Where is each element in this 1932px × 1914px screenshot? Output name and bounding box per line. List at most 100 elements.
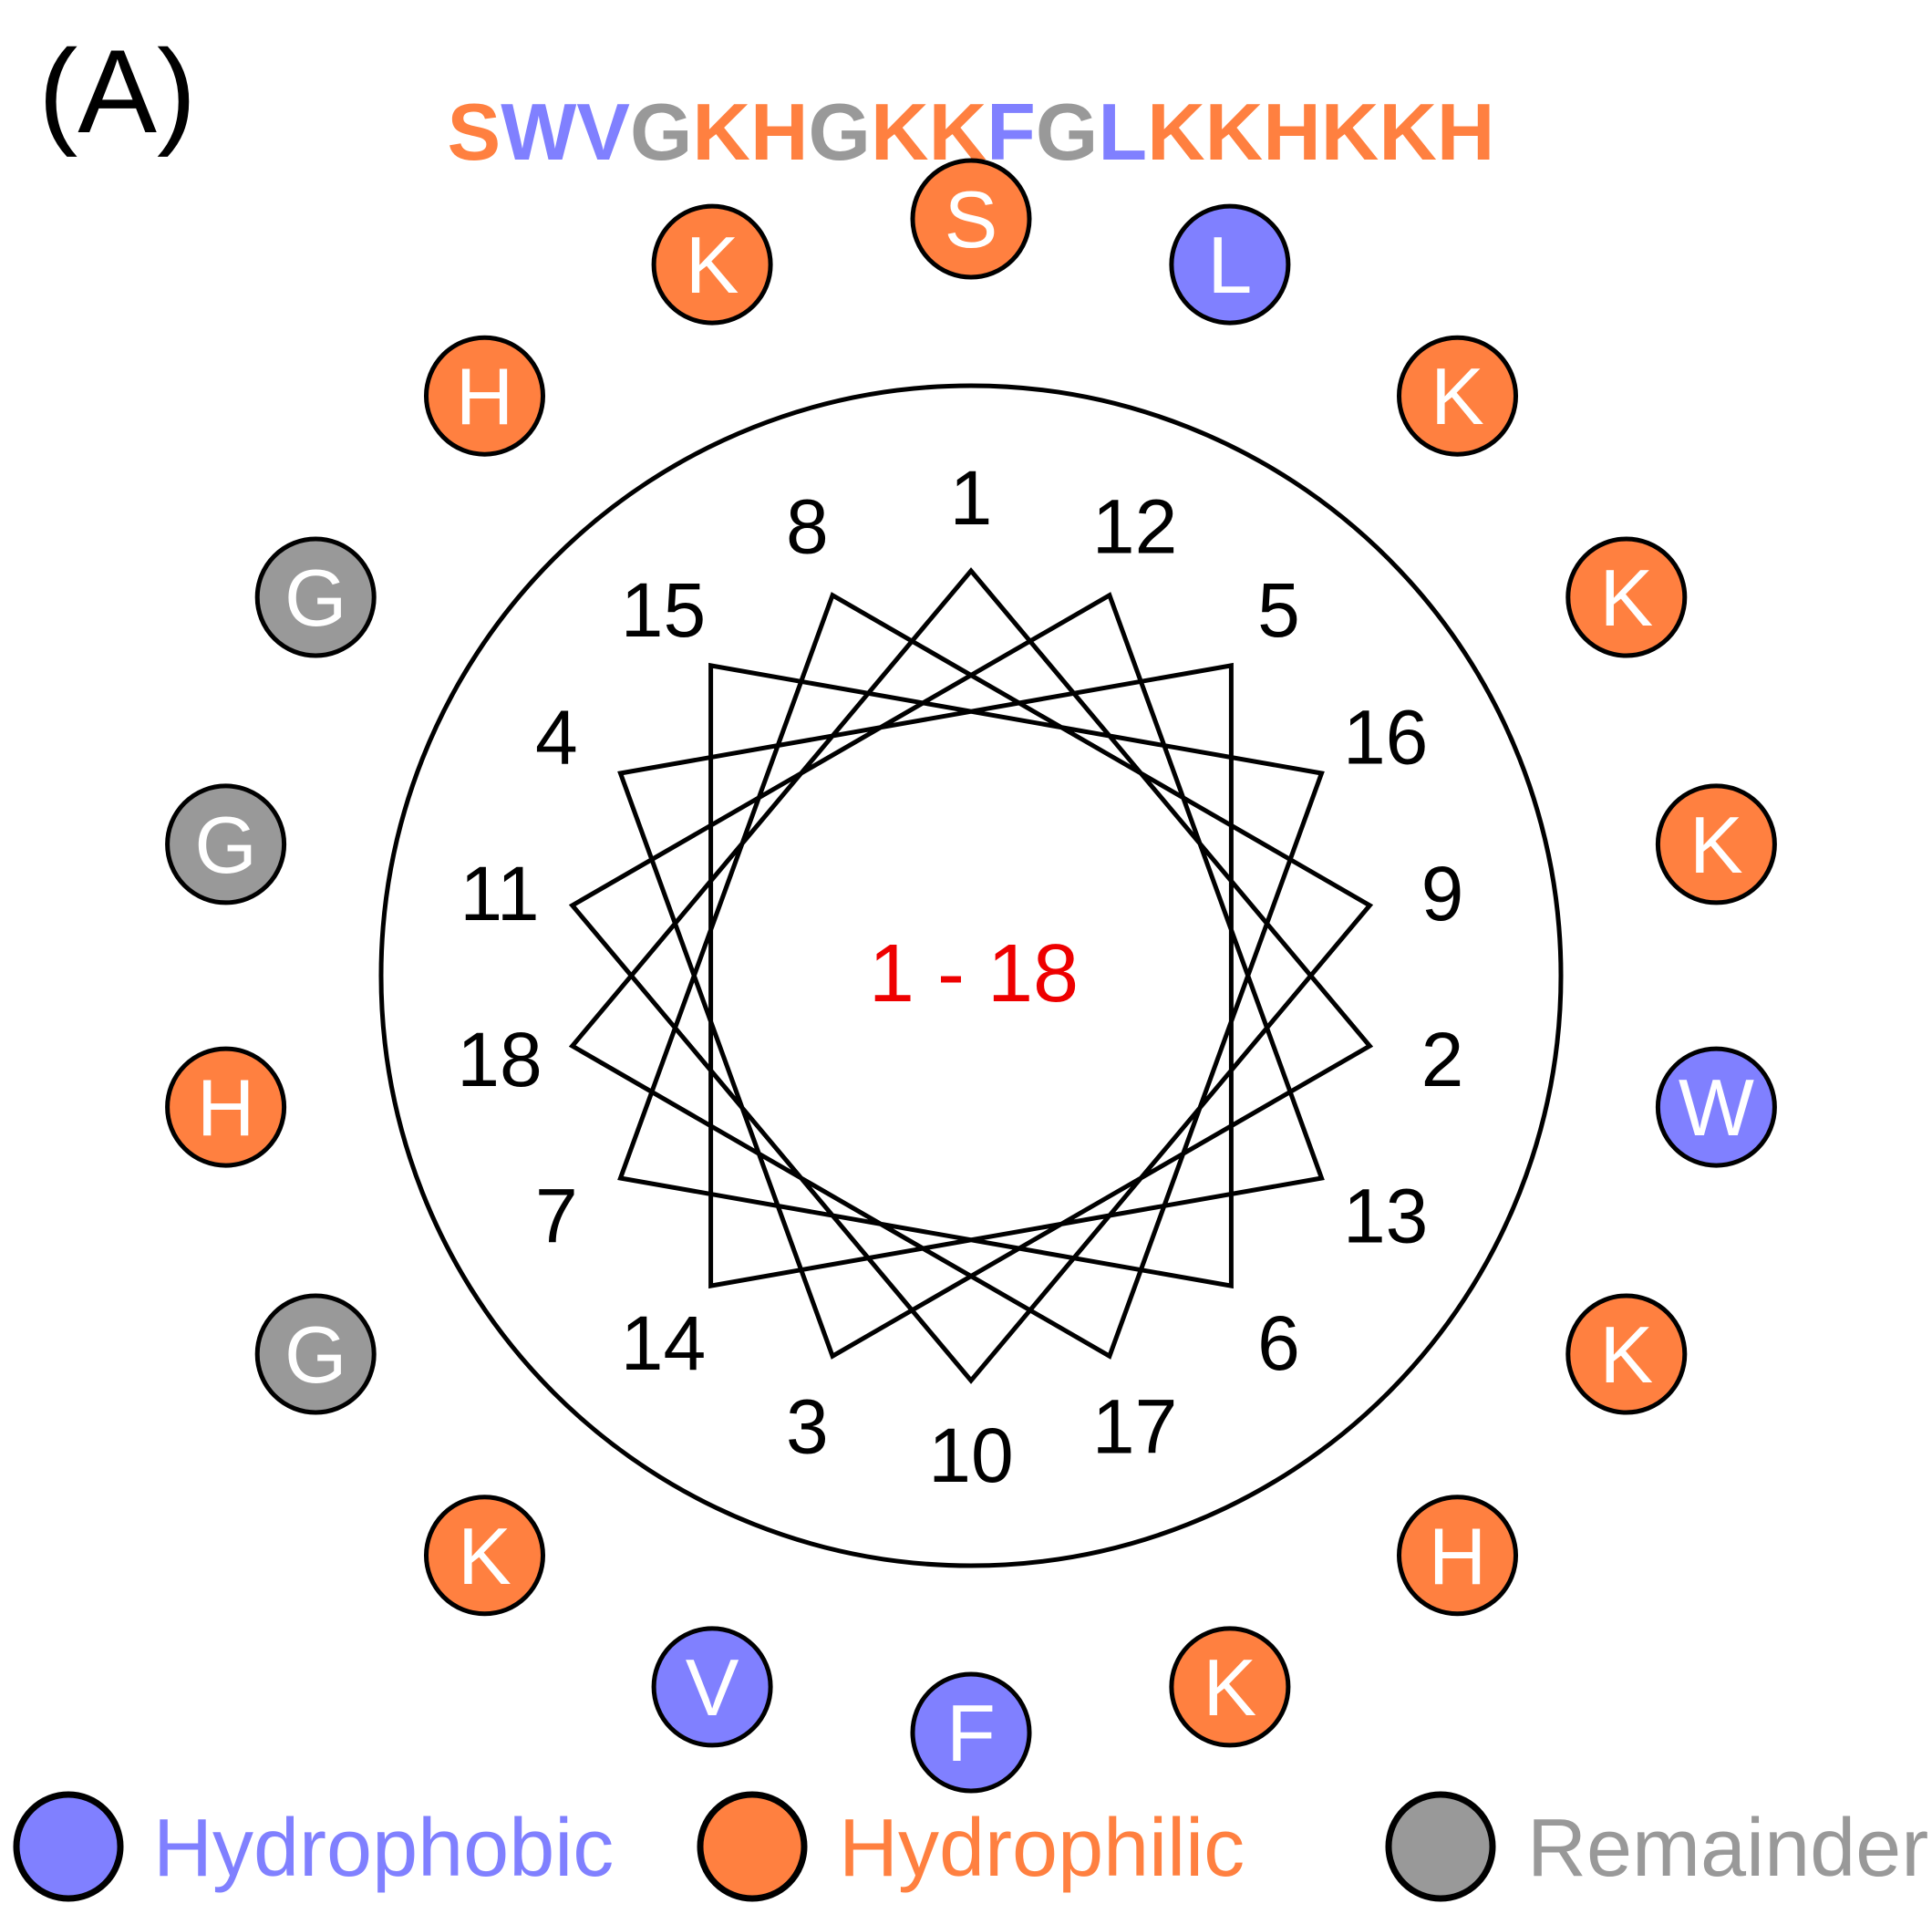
position-number: 4: [535, 695, 578, 781]
residue-circle: [1565, 1293, 1688, 1415]
residue-marker: K: [1169, 1626, 1291, 1748]
position-number: 6: [1257, 1300, 1300, 1386]
residue-circle: [910, 158, 1032, 280]
position-number: 1: [950, 455, 993, 541]
position-number: 2: [1421, 1017, 1464, 1102]
residue-letter: G: [284, 1309, 346, 1400]
position-number: 9: [1421, 851, 1464, 936]
residue-marker: F: [910, 1671, 1032, 1794]
residue-circle: [1169, 203, 1291, 326]
position-number: 16: [1343, 695, 1428, 781]
legend-label-hydrophobic: Hydrophobic: [153, 1803, 614, 1894]
residue-marker: G: [254, 536, 377, 658]
residue-letter: K: [458, 1511, 511, 1601]
position-number: 17: [1092, 1383, 1177, 1469]
residue-marker: G: [165, 783, 287, 905]
residue-circle: [254, 536, 377, 658]
position-number: 13: [1343, 1174, 1428, 1259]
residue-marker: G: [254, 1293, 377, 1415]
residue-letter: F: [946, 1688, 996, 1778]
residue-marker: K: [1565, 1293, 1688, 1415]
sequence-residue: L: [1098, 87, 1147, 177]
residue-marker: K: [651, 203, 773, 326]
residue-circle: [424, 335, 545, 457]
residue-circle: [1169, 1626, 1291, 1748]
legend-label-remainder: Remainder: [1527, 1803, 1928, 1894]
sequence-residue: K: [1205, 87, 1264, 177]
sequence-residue: K: [1379, 87, 1437, 177]
sequence-residue: K: [1321, 87, 1379, 177]
residue-letter: K: [1689, 800, 1743, 890]
legend-swatch-remainder: [1385, 1791, 1496, 1902]
residue-circle: [1397, 335, 1518, 457]
residue-marker: H: [165, 1046, 287, 1168]
position-number: 15: [621, 567, 706, 653]
position-number: 10: [928, 1412, 1013, 1498]
residue-letter: K: [1431, 351, 1484, 441]
panel-label: (A): [38, 25, 196, 158]
sequence-residue: K: [1147, 87, 1205, 177]
residue-letter: H: [197, 1062, 255, 1153]
residue-circle: [1397, 1495, 1518, 1617]
residue-circle: [1655, 783, 1777, 905]
sequence-residue: F: [987, 87, 1036, 177]
sequence-residue: H: [750, 87, 809, 177]
residue-letter: H: [1429, 1511, 1487, 1601]
residue-circle: [651, 203, 773, 326]
sequence-residue: K: [871, 87, 929, 177]
residue-marker: K: [1397, 335, 1518, 457]
residue-marker: K: [424, 1495, 545, 1617]
outer-circle: [378, 383, 1564, 1568]
residue-marker: V: [651, 1626, 773, 1748]
position-number: 18: [457, 1017, 542, 1102]
residue-circle: [165, 1046, 287, 1168]
residue-circle: [1655, 1046, 1777, 1168]
center-label: 1 - 18: [869, 928, 1079, 1019]
residue-letter: K: [1204, 1642, 1257, 1733]
sequence-residue: W: [501, 87, 576, 177]
position-number: 14: [621, 1300, 706, 1386]
position-number: 11: [460, 851, 539, 936]
residue-letter: K: [1599, 553, 1653, 643]
residue-marker: K: [1655, 783, 1777, 905]
residue-marker: H: [424, 335, 545, 457]
residue-letter: K: [1599, 1309, 1653, 1400]
residue-circle: [254, 1293, 377, 1415]
residue-marker: K: [1565, 536, 1688, 658]
residue-circle: [651, 1626, 773, 1748]
residue-letter: S: [945, 174, 998, 264]
helix-trace: [568, 567, 1374, 1384]
residue-marker: S: [910, 158, 1032, 280]
position-number: 8: [786, 484, 829, 570]
sequence-residue: H: [1263, 87, 1321, 177]
sequence-text: SWVGKHGKKFGLKKHKKH: [448, 87, 1495, 177]
position-number: 7: [535, 1174, 578, 1259]
legend-swatch-hydrophilic: [697, 1791, 808, 1902]
legend: Hydrophobic Hydrophilic Remainder: [13, 1791, 1928, 1902]
position-number: 5: [1257, 567, 1300, 653]
residue-letter: G: [284, 553, 346, 643]
residue-letter: H: [456, 351, 514, 441]
residue-marker: L: [1169, 203, 1291, 326]
sequence-residue: V: [576, 87, 630, 177]
residue-circle: [424, 1495, 545, 1617]
residue-circle: [165, 783, 287, 905]
residue-letter: K: [686, 220, 739, 310]
residue-marker: W: [1655, 1046, 1777, 1168]
sequence-residue: S: [448, 87, 501, 177]
sequence-residue: G: [1036, 87, 1098, 177]
legend-label-hydrophilic: Hydrophilic: [839, 1803, 1245, 1894]
residue-marker: H: [1397, 1495, 1518, 1617]
residue-letter: L: [1207, 220, 1252, 310]
sequence-residue: G: [809, 87, 871, 177]
sequence-residue: H: [1437, 87, 1495, 177]
residue-letter: V: [686, 1642, 739, 1733]
legend-swatch-hydrophobic: [13, 1791, 124, 1902]
residue-circle: [910, 1671, 1032, 1794]
position-number: 12: [1092, 484, 1177, 570]
residue-letter: G: [194, 800, 256, 890]
residue-letter: W: [1679, 1062, 1754, 1153]
position-number: 3: [786, 1383, 829, 1469]
residue-circle: [1565, 536, 1688, 658]
